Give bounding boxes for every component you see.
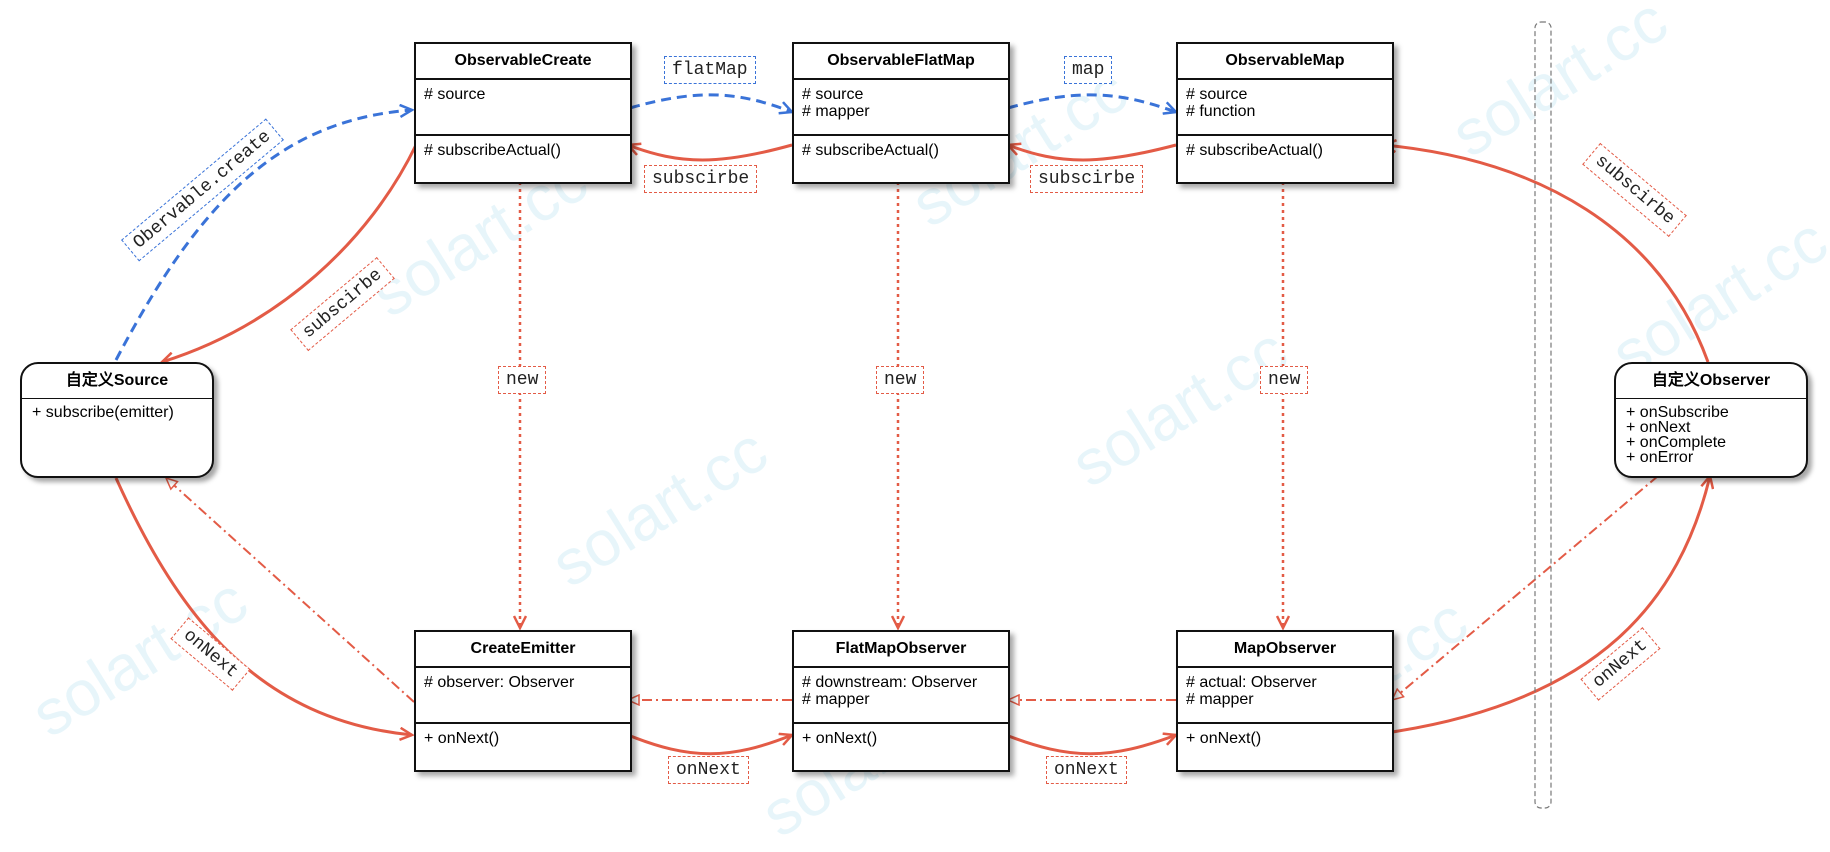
actor-methods: + onSubscribe + onNext + onComplete + on… xyxy=(1616,399,1806,466)
label-new-3: new xyxy=(1260,366,1309,394)
map-arrow xyxy=(1007,93,1176,112)
operation: + onNext() xyxy=(1186,730,1262,747)
flatmap-arrow xyxy=(629,93,792,112)
class-observable-create: ObservableCreate # source # subscribeAct… xyxy=(414,42,632,184)
label-new-2: new xyxy=(876,366,925,394)
subscribe-observer-arrow xyxy=(1384,145,1710,363)
attribute: # function xyxy=(1186,103,1256,120)
connectors xyxy=(114,21,1830,809)
obervable-create-arrow xyxy=(114,110,412,361)
label-subscribe-1: subscirbe xyxy=(644,165,758,193)
label-new-1: new xyxy=(498,366,547,394)
class-operations: # subscribeActual() xyxy=(416,136,630,159)
method: + onComplete xyxy=(1626,434,1727,451)
class-map-observer: MapObserver # actual: Observer # mapper … xyxy=(1176,630,1394,772)
class-flatmap-observer: FlatMapObserver # downstream: Observer #… xyxy=(792,630,1010,772)
class-operations: + onNext() xyxy=(1178,724,1392,747)
class-operations: # subscribeActual() xyxy=(794,136,1008,159)
attribute: # mapper xyxy=(802,691,870,708)
method: + onNext xyxy=(1626,419,1691,436)
label-map: map xyxy=(1064,56,1113,84)
actor-source: 自定义Source + subscribe(emitter) xyxy=(20,362,214,478)
class-name: CreateEmitter xyxy=(416,632,630,668)
operation: + onNext() xyxy=(802,730,878,747)
class-name: ObservableMap xyxy=(1178,44,1392,80)
attribute: # source xyxy=(802,86,864,103)
class-attributes: # actual: Observer # mapper xyxy=(1178,668,1392,724)
onnext-arrow-2 xyxy=(1005,735,1176,756)
attribute: # mapper xyxy=(802,103,870,120)
method: + onError xyxy=(1626,449,1694,466)
class-operations: + onNext() xyxy=(794,724,1008,747)
reference-arrow-emitter xyxy=(166,478,415,703)
subscribe-arrow-1 xyxy=(628,145,793,162)
actor-name: 自定义Observer xyxy=(1616,364,1806,399)
label-subscribe-2: subscirbe xyxy=(1030,165,1144,193)
onnext-source-arrow xyxy=(114,477,412,735)
class-name: MapObserver xyxy=(1178,632,1392,668)
attribute: # mapper xyxy=(1186,691,1254,708)
method: + onSubscribe xyxy=(1626,404,1729,421)
attribute: # observer: Observer xyxy=(424,674,575,691)
onnext-arrow-1 xyxy=(627,735,792,756)
operation: + onNext() xyxy=(424,730,500,747)
reference-arrow-observer xyxy=(1392,475,1659,700)
class-attributes: # source # mapper xyxy=(794,80,1008,136)
class-attributes: # downstream: Observer # mapper xyxy=(794,668,1008,724)
label-onnext-2: onNext xyxy=(1046,756,1127,784)
onnext-observer-arrow xyxy=(1391,476,1710,734)
operation: # subscribeActual() xyxy=(424,142,561,159)
class-attributes: # source xyxy=(416,80,630,136)
class-observable-flatmap: ObservableFlatMap # source # mapper # su… xyxy=(792,42,1010,184)
class-attributes: # source # function xyxy=(1178,80,1392,136)
subscribe-arrow-2 xyxy=(1008,145,1177,162)
label-onnext-1: onNext xyxy=(668,756,749,784)
class-operations: + onNext() xyxy=(416,724,630,747)
class-name: ObservableCreate xyxy=(416,44,630,80)
boundary-separator xyxy=(1534,21,1552,809)
label-flatmap: flatMap xyxy=(664,56,756,84)
flow-diagram: solart.cc solart.cc solart.cc solart.cc … xyxy=(19,0,1830,851)
class-attributes: # observer: Observer xyxy=(416,668,630,724)
class-name: FlatMapObserver xyxy=(794,632,1008,668)
attribute: # source xyxy=(1186,86,1248,103)
subscribe-source-arrow xyxy=(162,144,418,362)
class-operations: # subscribeActual() xyxy=(1178,136,1392,159)
class-create-emitter: CreateEmitter # observer: Observer + onN… xyxy=(414,630,632,772)
attribute: # actual: Observer xyxy=(1186,674,1317,691)
operation: # subscribeActual() xyxy=(802,142,939,159)
attribute: # downstream: Observer xyxy=(802,674,978,691)
method: + subscribe(emitter) xyxy=(32,404,174,421)
class-observable-map: ObservableMap # source # function # subs… xyxy=(1176,42,1394,184)
actor-name: 自定义Source xyxy=(22,364,212,399)
attribute: # source xyxy=(424,86,486,103)
actor-methods: + subscribe(emitter) xyxy=(22,399,212,421)
operation: # subscribeActual() xyxy=(1186,142,1323,159)
class-name: ObservableFlatMap xyxy=(794,44,1008,80)
actor-observer: 自定义Observer + onSubscribe + onNext + onC… xyxy=(1614,362,1808,478)
